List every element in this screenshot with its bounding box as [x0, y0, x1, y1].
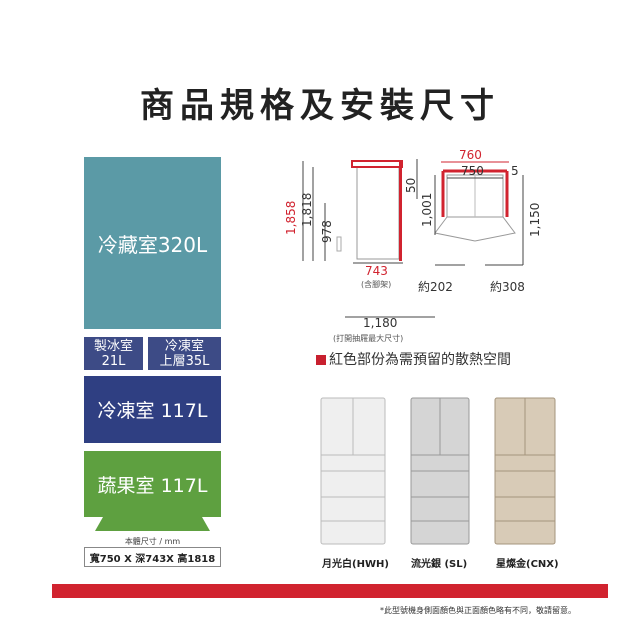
dim-h-door: 978 — [320, 220, 334, 243]
dim-top-gap: 50 — [404, 178, 418, 193]
dim-h-body: 1,818 — [300, 193, 314, 227]
side-top-clearance — [351, 160, 403, 168]
red-divider-bar — [52, 584, 608, 598]
fridge-gold-image — [494, 397, 556, 545]
dim-door-left: 約202 — [418, 279, 453, 294]
body-dims-value: 寬750 X 深743X 高1818 — [84, 547, 221, 567]
clearance-legend: 紅色部份為需預留的散熱空間 — [316, 349, 511, 369]
dim-open-note: (打開抽屜最大尺寸) — [333, 333, 403, 343]
upper-freezer-name: 冷凍室 — [164, 338, 204, 354]
dim-door-depth: 1,001 — [420, 193, 434, 227]
dim-open-depth: 1,180 — [363, 316, 397, 330]
open-doors — [434, 216, 516, 242]
fridge-compartment: 冷藏室320L — [84, 157, 221, 329]
side-back-clearance — [399, 161, 402, 261]
fridge-white-image — [320, 397, 386, 545]
ice-name: 製冰室 — [93, 338, 133, 354]
dim-depth: 743 — [365, 264, 388, 278]
variant-gold-caption: 星燦金(CNX) — [496, 559, 559, 570]
red-square-icon — [316, 355, 326, 365]
vegetable-drawer-shape — [84, 451, 221, 531]
side-view-fridge — [356, 166, 400, 260]
upper-freezer-capacity: 上層35L — [159, 353, 210, 369]
dim-side-gap: 5 — [511, 164, 519, 178]
dim-h-total: 1,858 — [285, 201, 298, 235]
upper-freezer-compartment: 冷凍室 上層35L — [148, 337, 221, 370]
vegetable-label: 蔬果室 117L — [97, 474, 208, 497]
dim-depth-note: (含腳架) — [361, 279, 391, 289]
dim-door-right: 約308 — [490, 279, 525, 294]
ice-capacity: 21L — [101, 353, 126, 369]
variant-white-caption: 月光白(HWH) — [322, 559, 389, 570]
variant-silver-caption: 流光銀 (SL) — [411, 559, 468, 570]
door-handle — [336, 236, 342, 252]
vegetable-compartment: 蔬果室 117L — [84, 451, 221, 531]
top-view-clearance — [441, 169, 509, 217]
freezer-compartment: 冷凍室 117L — [84, 376, 221, 443]
dim-full-depth: 1,150 — [528, 203, 542, 237]
freezer-label: 冷凍室 117L — [97, 400, 208, 422]
dim-w-body: 750 — [461, 164, 484, 178]
dim-w-total: 760 — [459, 148, 482, 162]
fridge-label: 冷藏室320L — [97, 232, 208, 257]
body-dims-label: 本體尺寸 / mm — [124, 537, 181, 546]
footnote: *此型號機身側面顏色與正面顏色略有不同，敬請留意。 — [380, 606, 576, 615]
ice-compartment: 製冰室 21L — [84, 337, 143, 370]
fridge-silver-image — [410, 397, 470, 545]
legend-text: 紅色部份為需預留的散熱空間 — [329, 352, 511, 368]
installation-diagram: 1,858 1,818 978 50 743 (含腳架) 1,180 (打開抽屜… — [285, 148, 542, 343]
page-title: 商品規格及安裝尺寸 — [140, 86, 500, 126]
